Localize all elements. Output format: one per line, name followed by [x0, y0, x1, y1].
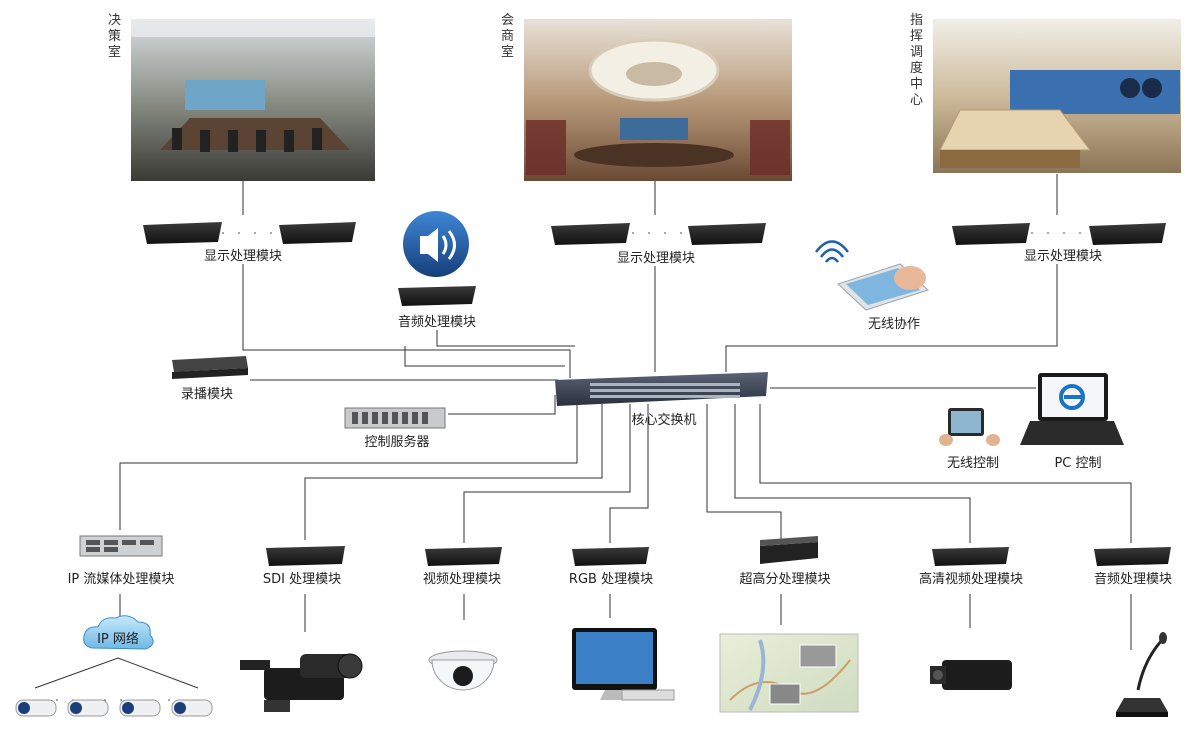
- display-module-1-label: 显示处理模块: [204, 249, 282, 264]
- control-server: 控制服务器: [344, 407, 446, 450]
- superres-module-label: 超高分处理模块: [739, 571, 830, 587]
- connection-lines: [34, 174, 1132, 701]
- pc-control-label: PC 控制: [1054, 456, 1101, 471]
- display-module-2: 显示处理模块: [551, 223, 766, 266]
- ip-stream-module: IP 流媒体处理模块: [68, 535, 175, 587]
- rgb-module-label: RGB 处理模块: [569, 572, 653, 587]
- wireless-collab-label: 无线协作: [868, 317, 920, 332]
- monitor-icon: [572, 628, 675, 701]
- display-module-3-label: 显示处理模块: [1024, 249, 1102, 264]
- room-decision-photo: [131, 19, 375, 181]
- wireless-collab: 无线协作: [815, 240, 929, 332]
- ie-icon: [1059, 384, 1085, 410]
- room-dispatch-photo: [933, 19, 1181, 173]
- audio-module-top-label: 音频处理模块: [398, 314, 476, 330]
- sdi-module: SDI 处理模块: [263, 546, 345, 587]
- control-server-label: 控制服务器: [364, 434, 429, 450]
- map-icon: [719, 633, 859, 713]
- audio-module-top: 音频处理模块: [398, 211, 476, 330]
- hd-video-module-label: 高清视频处理模块: [919, 571, 1023, 587]
- audio-module-bottom: 音频处理模块: [1094, 547, 1172, 587]
- display-module-3: 显示处理模块: [952, 223, 1166, 264]
- core-switch: 核心交换机: [555, 372, 768, 428]
- dome-camera-icon: [428, 650, 498, 691]
- superres-module: 超高分处理模块: [739, 536, 831, 587]
- ip-stream-module-label: IP 流媒体处理模块: [68, 572, 175, 587]
- bullet-camera-icon: [171, 699, 213, 717]
- ip-camera-group: [15, 699, 213, 717]
- pc-control: PC 控制: [1020, 373, 1124, 471]
- display-module-1: 显示处理模块: [143, 222, 356, 264]
- rgb-module: RGB 处理模块: [569, 547, 653, 587]
- record-module: 录播模块: [172, 356, 248, 402]
- room-label-decision: 决策室: [108, 13, 121, 60]
- device-box: [143, 222, 356, 244]
- cloud-icon: [83, 615, 154, 650]
- video-module: 视频处理模块: [423, 547, 502, 587]
- room-consult-photo: [524, 19, 792, 181]
- record-module-label: 录播模块: [181, 387, 233, 402]
- keyboard-icon: [621, 689, 675, 701]
- wireless-control-label: 无线控制: [947, 456, 999, 471]
- video-module-label: 视频处理模块: [423, 572, 501, 587]
- ip-network-label: IP 网络: [97, 631, 139, 647]
- box-camera-icon: [930, 660, 1012, 690]
- ip-network-cloud: IP 网络: [83, 615, 154, 650]
- display-module-2-label: 显示处理模块: [617, 251, 695, 266]
- core-switch-label: 核心交换机: [631, 412, 696, 428]
- sdi-module-label: SDI 处理模块: [263, 572, 341, 587]
- video-camera-icon: [240, 653, 363, 712]
- hd-video-module: 高清视频处理模块: [919, 547, 1023, 587]
- bullet-camera-icon: [67, 699, 109, 717]
- bullet-camera-icon: [15, 699, 57, 717]
- room-label-consult: 会商室: [501, 13, 514, 60]
- wireless-control: 无线控制: [939, 408, 1000, 471]
- bullet-camera-icon: [119, 699, 161, 717]
- microphone-icon: [1116, 632, 1168, 717]
- wifi-icon: [815, 240, 849, 263]
- room-label-dispatch: 指挥调度中心: [910, 13, 923, 108]
- hand-icon: [894, 266, 926, 290]
- audio-module-bottom-label: 音频处理模块: [1094, 571, 1172, 587]
